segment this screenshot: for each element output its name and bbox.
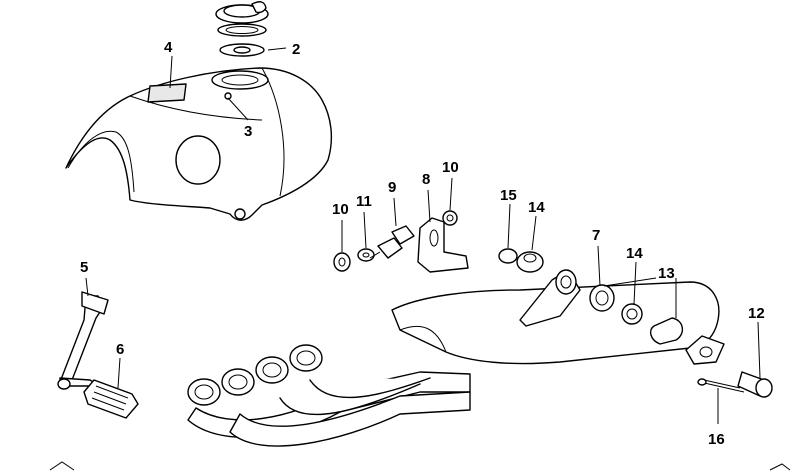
callout-9: 9 xyxy=(388,179,396,196)
callout-10-left: 10 xyxy=(332,201,349,218)
leader-lines xyxy=(85,47,761,424)
callout-16: 16 xyxy=(708,431,725,448)
callout-8: 8 xyxy=(422,171,430,188)
callout-14-right: 14 xyxy=(626,245,643,262)
callout-12: 12 xyxy=(748,305,765,322)
shift-lever xyxy=(57,291,109,390)
callout-numbers: 2 3 4 5 6 7 8 9 10 10 11 12 13 14 14 15 … xyxy=(80,39,765,448)
callout-2: 2 xyxy=(292,41,300,58)
tank-cap-assembly xyxy=(215,1,269,57)
callout-14-left: 14 xyxy=(528,199,545,216)
fuel-tank xyxy=(65,67,333,221)
callout-5: 5 xyxy=(80,259,88,276)
rubber-mounts xyxy=(498,248,544,273)
callout-13: 13 xyxy=(658,265,675,282)
rear-hardware xyxy=(685,335,773,398)
callout-11: 11 xyxy=(356,193,372,210)
footrest-rubber xyxy=(83,379,139,419)
callout-6: 6 xyxy=(116,341,124,358)
hardware-left xyxy=(333,210,469,273)
exhaust-system xyxy=(187,269,720,447)
callout-10-right: 10 xyxy=(442,159,459,176)
callout-7: 7 xyxy=(592,227,600,244)
callout-3: 3 xyxy=(244,123,252,140)
callout-15: 15 xyxy=(500,187,517,204)
callout-4: 4 xyxy=(164,39,173,56)
